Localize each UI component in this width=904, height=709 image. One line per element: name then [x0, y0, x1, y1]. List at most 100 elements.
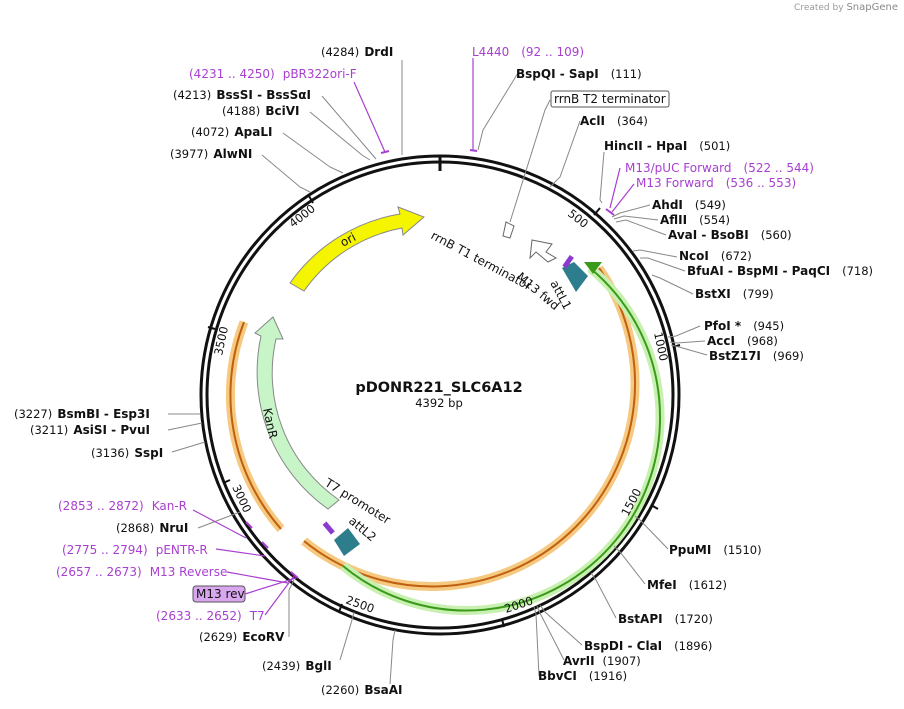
tick-2500 — [338, 603, 343, 613]
leader-sspi — [171, 441, 206, 453]
leader-asisi — [167, 422, 203, 431]
leader-ecorv — [288, 579, 295, 637]
kanr-arrow — [254, 316, 340, 510]
primer-m13puc-forward: M13/pUC Forward(522 .. 544) — [625, 161, 814, 175]
leader-bspdi — [539, 604, 583, 646]
primer-mark-kanr — [245, 521, 253, 529]
leader-nrui — [197, 511, 241, 529]
enzyme-alwni: (3977) AlwNI — [170, 143, 252, 162]
primer-line-pentr — [215, 548, 266, 557]
primer-line-m13fwd — [611, 183, 635, 213]
cds-green-arrowhead — [584, 262, 602, 274]
leader-alwni — [261, 154, 311, 193]
leader-avai — [615, 219, 667, 236]
m13rev-label: M13 rev — [196, 587, 245, 601]
attl1-arrow — [562, 262, 588, 292]
enzyme-bcivi: (4188) BciVI — [222, 100, 299, 119]
m13fwd-marker — [562, 254, 574, 269]
enzyme-nrui: (2868) NruI — [116, 517, 188, 536]
leader-aflii — [613, 215, 659, 221]
rrnb-t2-label: rrnB T2 terminator — [554, 92, 666, 106]
kanr-label: KanR — [260, 407, 280, 440]
tick-3500 — [207, 326, 216, 330]
ori-label: ori — [338, 230, 358, 250]
leader-bfuai — [640, 257, 686, 272]
rrnb-t1-arrow — [529, 239, 558, 263]
enzyme-bfuai: BfuAI - BspMI - PaqCI(718) — [687, 264, 873, 278]
leader-bsaai — [389, 629, 396, 685]
primer-line-m13revbox — [244, 577, 297, 595]
tick-label-500: 500 — [565, 206, 591, 231]
leader-hincii — [599, 151, 605, 204]
leader-rrnb-t2 — [509, 99, 551, 223]
leader-acli — [549, 120, 581, 188]
feature-layer — [225, 206, 665, 615]
credit-prefix: Created by — [794, 3, 844, 13]
primer-lines — [192, 58, 635, 616]
primer-line-m13puc — [609, 167, 621, 209]
primer-line-pbr322 — [353, 81, 386, 153]
enzyme-bspqi: BspQI - SapI(111) — [516, 67, 642, 81]
enzyme-labels-right: BspQI - SapI(111) AclI(364) HincII - Hpa… — [516, 67, 873, 683]
primer-kan-r: (2853 .. 2872)Kan-R — [58, 499, 187, 513]
primer-pentr-r: (2775 .. 2794)pENTR-R — [62, 543, 208, 557]
leader-bgli — [339, 611, 355, 661]
primer-line-m13rev — [226, 571, 289, 584]
enzyme-bstapi: BstAPI(1720) — [618, 612, 713, 626]
enzyme-ncoi: NcoI(672) — [679, 249, 752, 263]
leader-ahdi — [611, 204, 651, 218]
t7promoter-marker — [322, 521, 335, 535]
enzyme-apali: (4072) ApaLI — [191, 121, 272, 140]
tick-label-3500: 3500 — [211, 325, 231, 357]
tick-2000 — [501, 618, 505, 628]
rrnb-t2-box — [550, 90, 670, 108]
enzyme-asisi: (3211) AsiSI - PvuI — [30, 419, 150, 438]
cds-green-line — [342, 267, 662, 612]
primer-mark-pbr322 — [380, 150, 390, 154]
enzyme-hincii: HincII - HpaI(501) — [604, 139, 730, 153]
primer-pbr322ori-f: (4231 .. 4250)pBR322ori-F — [189, 67, 357, 81]
enzyme-avai: AvaI - BsoBI(560) — [668, 228, 792, 242]
tick-4000 — [308, 195, 314, 204]
enzyme-acli: AclI(364) — [580, 114, 648, 128]
primer-t7: (2633 .. 2652)T7 — [156, 609, 265, 623]
enzyme-bstxi: BstXI(799) — [695, 287, 774, 301]
enzyme-avrii: AvrII(1907) — [563, 654, 641, 668]
enzyme-sspi: (3136) SspI — [91, 442, 163, 461]
cds-orange-left-line — [229, 321, 282, 530]
leader-pfoi — [667, 325, 701, 338]
leader-bsssi — [321, 95, 377, 160]
primer-mark-m13rev — [290, 571, 299, 579]
enzyme-drdi: (4284) DrdI — [321, 41, 393, 60]
enzyme-pfoi: PfoI *(945) — [704, 319, 784, 333]
primer-labels: L4440(92 .. 109) (4231 .. 4250)pBR322ori… — [56, 45, 814, 623]
plasmid-size: 4392 bp — [415, 396, 463, 410]
tick-500 — [593, 207, 601, 216]
enzyme-bsssi: (4213) BssSI - BssSαI — [173, 84, 311, 103]
enzyme-acci: AccI(968) — [707, 334, 778, 348]
leader-ncoi — [632, 249, 678, 258]
enzyme-bstz17i: BstZ17I(969) — [709, 349, 804, 363]
enzyme-mfei: MfeI(1612) — [647, 578, 727, 592]
leader-bcivi — [309, 111, 371, 161]
rrnb-t2-arrow — [502, 221, 515, 239]
primer-line-kanr — [192, 509, 247, 539]
tick-label-1000: 1000 — [651, 331, 671, 363]
enzyme-ppumi: PpuMI(1510) — [669, 543, 762, 557]
primer-mark-pentr — [261, 541, 269, 549]
enzyme-bsmbi: (3227) BsmBI - Esp3I — [14, 403, 150, 422]
leader-acci — [669, 340, 706, 344]
leader-bstxi — [651, 274, 694, 295]
tick-1500 — [650, 504, 659, 510]
leader-bspqi — [477, 72, 519, 151]
ori-arrow — [289, 206, 425, 292]
leader-ppumi — [634, 515, 669, 550]
primer-mark-l4440 — [469, 149, 478, 152]
snapgene-credit: Created by SnapGene — [794, 2, 898, 13]
primer-mark-m13 — [605, 208, 615, 216]
leader-mfei — [613, 545, 646, 585]
plasmid-name: pDONR221_SLC6A12 — [355, 380, 522, 396]
tick-label-2000: 2000 — [503, 593, 535, 615]
enzyme-ecorv: (2629) EcoRV — [199, 626, 285, 645]
